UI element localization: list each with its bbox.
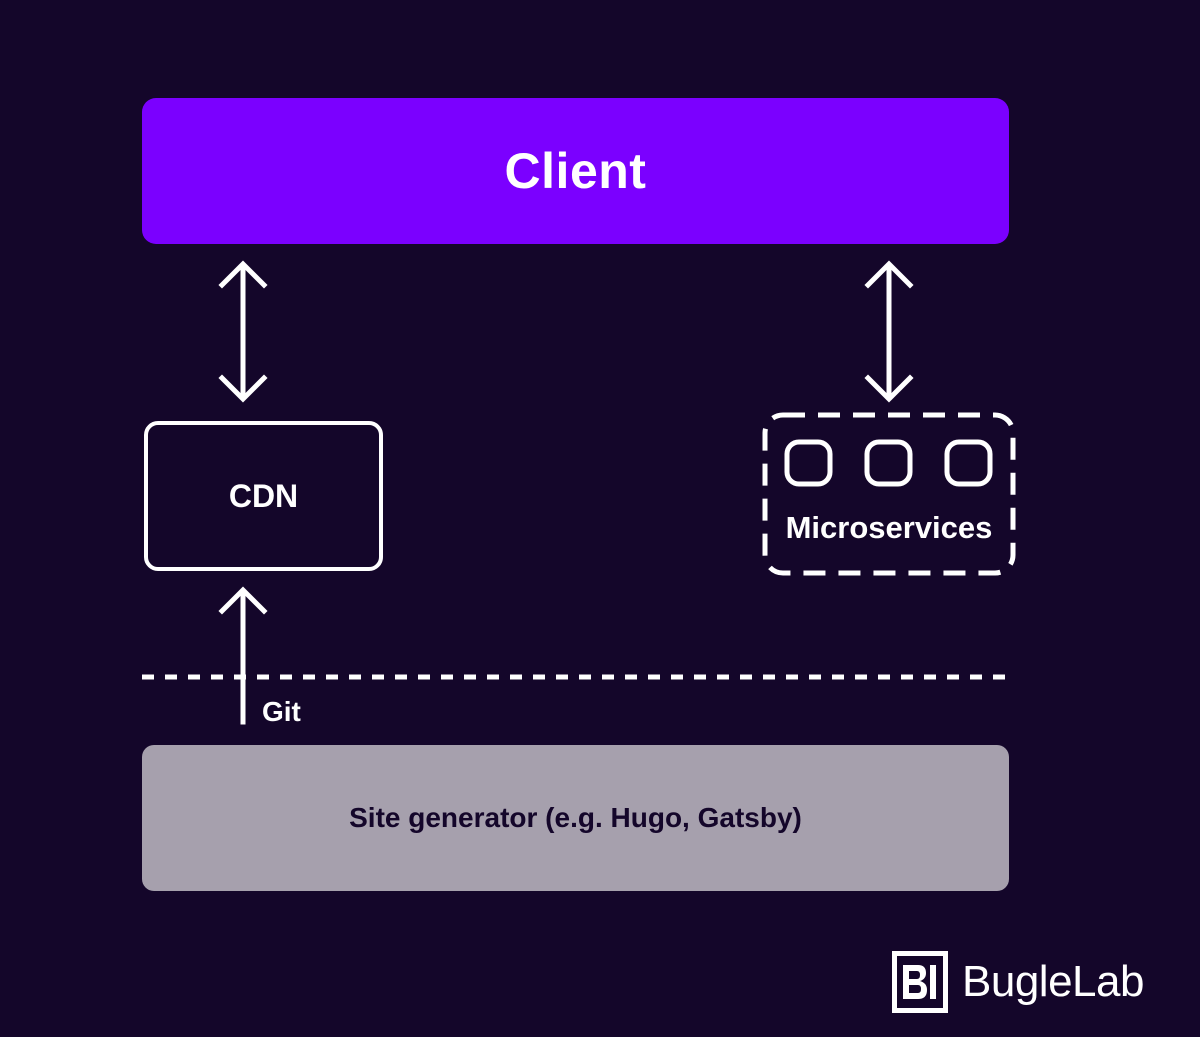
microservices-label: Microservices — [785, 510, 993, 545]
git-up-arrow-icon — [218, 586, 268, 725]
cdn-label: CDN — [228, 477, 299, 514]
service-square-icon — [944, 439, 993, 487]
client-box: Client — [142, 98, 1009, 244]
site-generator-label: Site generator (e.g. Hugo, Gatsby) — [349, 802, 802, 833]
client-microservices-double-arrow-icon — [864, 260, 914, 403]
service-square-icon — [864, 439, 913, 487]
client-cdn-double-arrow-icon — [218, 260, 268, 403]
service-square-icon — [784, 439, 833, 487]
site-generator-box: Site generator (e.g. Hugo, Gatsby) — [142, 745, 1009, 891]
brand-mark: BugleLab — [892, 951, 1144, 1013]
buglelab-logo-icon — [892, 951, 948, 1013]
client-label: Client — [504, 143, 647, 199]
cdn-box: CDN — [144, 421, 383, 571]
git-label: Git — [262, 696, 301, 727]
brand-name: BugleLab — [962, 957, 1144, 1006]
microservices-dashed-container — [762, 412, 1016, 576]
